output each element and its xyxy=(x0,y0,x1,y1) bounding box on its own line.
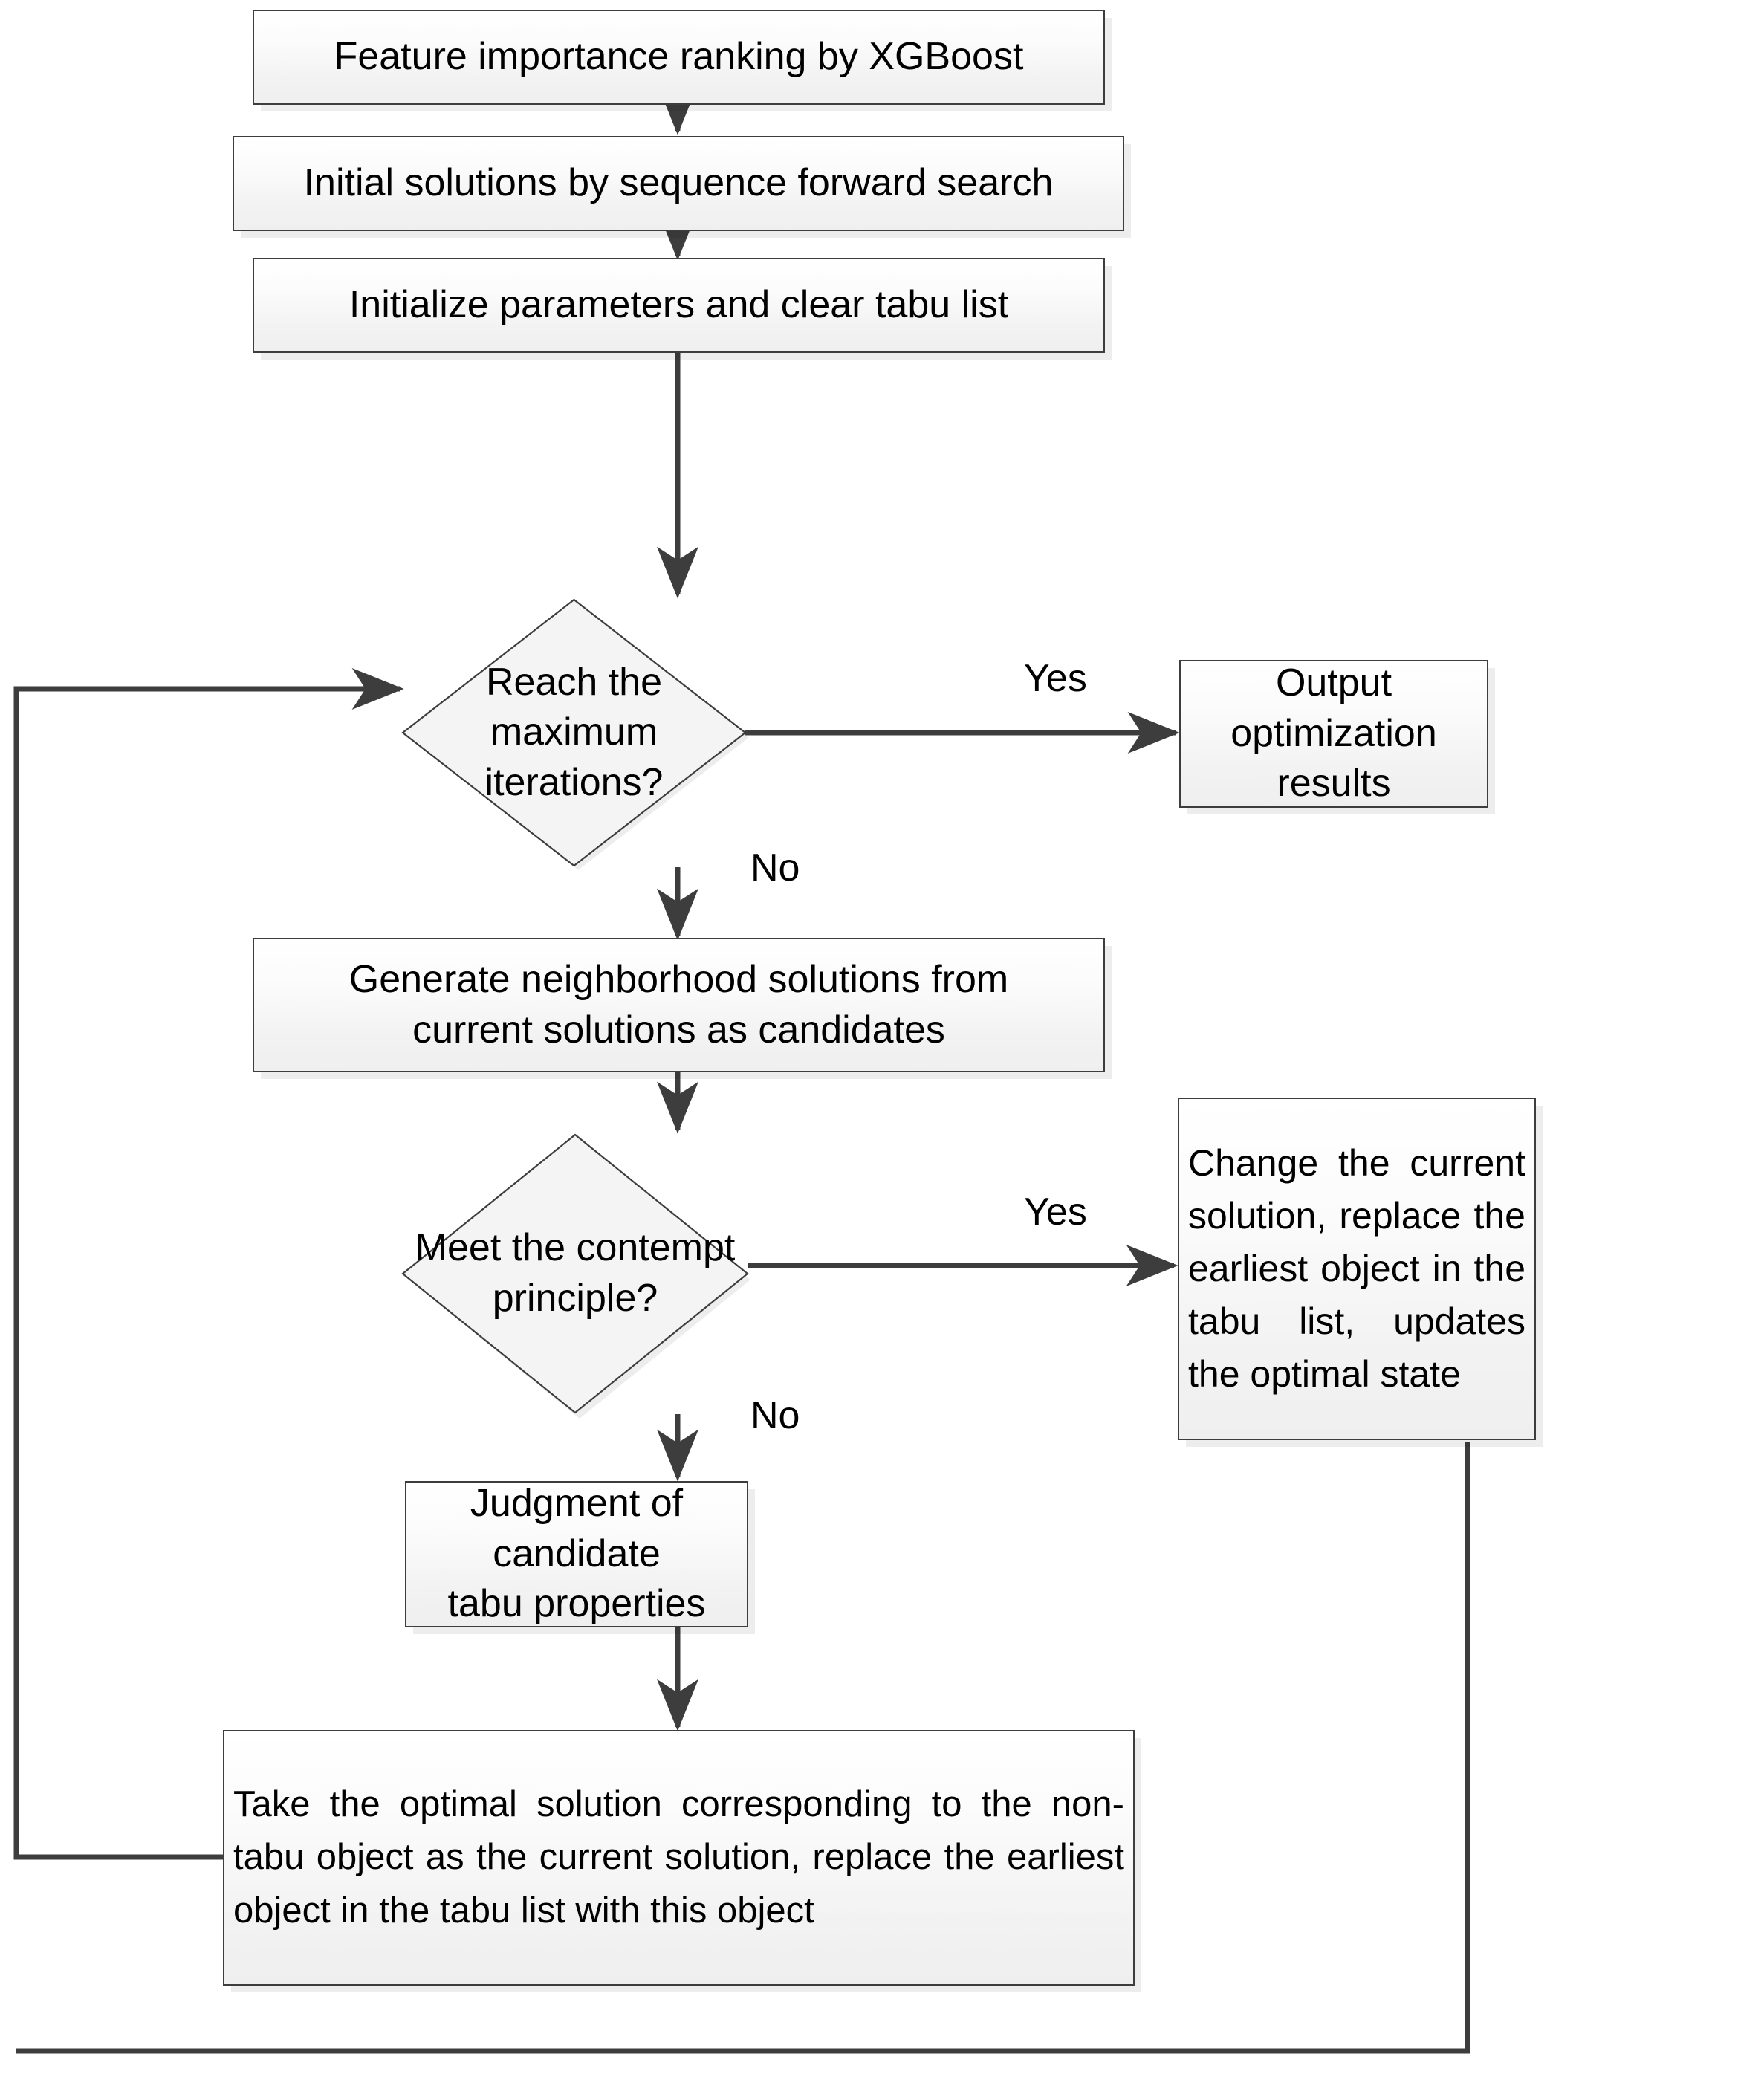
edge-n8-d1-loop xyxy=(13,668,404,1860)
edge-label-yes-contempt: Yes xyxy=(1024,1190,1087,1234)
edge-n6-loop xyxy=(16,1442,1470,2054)
decision-reach-maximum-iterations[interactable]: Reach the maximum iterations? xyxy=(401,598,748,870)
node-label: Take the optimal solution corresponding … xyxy=(233,1784,1124,1931)
node-label: Judgment of candidate tabu properties xyxy=(406,1479,747,1630)
node-label: Feature importance ranking by XGBoost xyxy=(334,35,1024,79)
node-initialize-parameters[interactable]: Initialize parameters and clear tabu lis… xyxy=(253,258,1105,353)
node-feature-importance-ranking[interactable]: Feature importance ranking by XGBoost xyxy=(253,10,1105,105)
node-label-line1: Output optimization xyxy=(1230,661,1437,755)
node-take-optimal-solution[interactable]: Take the optimal solution corresponding … xyxy=(223,1730,1135,1986)
node-initial-solutions[interactable]: Initial solutions by sequence forward se… xyxy=(233,136,1124,231)
node-label: Initial solutions by sequence forward se… xyxy=(303,161,1054,205)
edge-label-yes-iterations: Yes xyxy=(1024,657,1087,700)
node-label-line2: results xyxy=(1277,762,1391,806)
node-label-line1: Judgment of candidate xyxy=(470,1482,684,1575)
node-label: Output optimization results xyxy=(1181,658,1487,809)
edge-label-no-iterations: No xyxy=(750,846,800,890)
node-label-line2: current solutions as candidates xyxy=(412,1008,945,1052)
node-label: Change the current solution, replace the… xyxy=(1188,1142,1525,1395)
node-judgment-candidate-tabu[interactable]: Judgment of candidate tabu properties xyxy=(405,1481,748,1627)
decision-meet-contempt-principle[interactable]: Meet the contempt principle? xyxy=(401,1133,750,1419)
node-label-line1: Generate neighborhood solutions from xyxy=(348,957,1009,1001)
edge-label-no-contempt: No xyxy=(750,1394,800,1437)
node-generate-neighborhood-solutions[interactable]: Generate neighborhood solutions from cur… xyxy=(253,938,1105,1072)
node-label: Initialize parameters and clear tabu lis… xyxy=(348,283,1009,327)
node-output-optimization-results[interactable]: Output optimization results xyxy=(1179,660,1488,808)
node-label-line2: tabu properties xyxy=(447,1582,706,1626)
node-label: Generate neighborhood solutions from cur… xyxy=(254,955,1103,1055)
node-change-current-solution[interactable]: Change the current solution, replace the… xyxy=(1178,1098,1536,1440)
